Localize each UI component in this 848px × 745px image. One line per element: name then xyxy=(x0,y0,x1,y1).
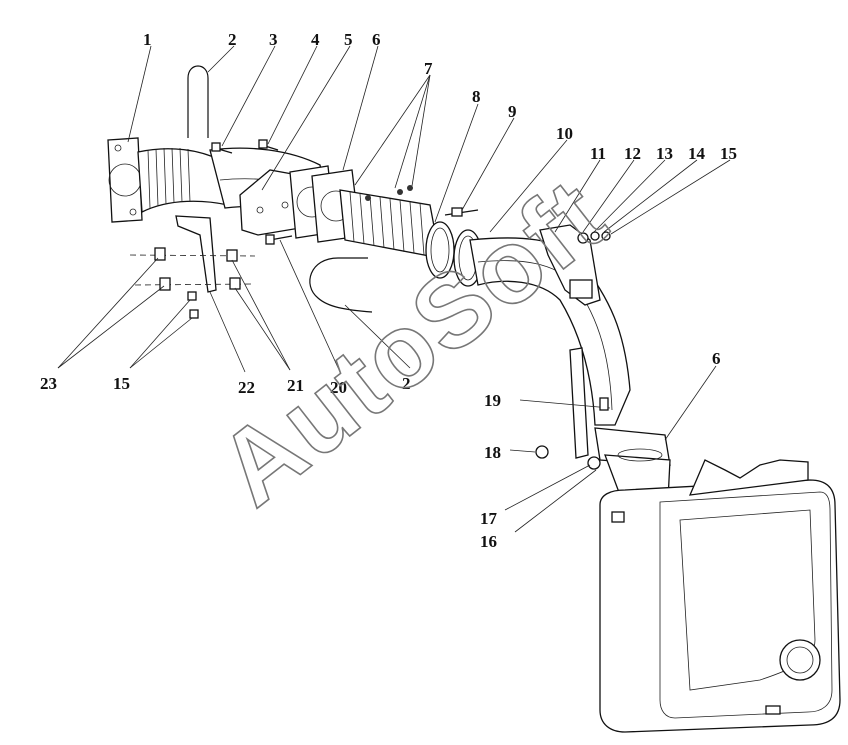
leader-lines xyxy=(57,45,731,533)
callout-label: 4 xyxy=(311,30,320,49)
u-bolt-top xyxy=(187,65,209,138)
callout-label: 13 xyxy=(656,144,673,163)
callout-label: 5 xyxy=(344,30,353,49)
callout-labels: 1 2 3 4 5 6 7 8 9 10 11 12 13 14 15 23 1… xyxy=(40,30,737,551)
flex-hose-main xyxy=(339,185,441,259)
callout-label: 8 xyxy=(472,87,481,106)
front-flange xyxy=(107,137,143,223)
callout-label: 14 xyxy=(688,144,706,163)
callout-label: 2 xyxy=(228,30,237,49)
callout-label: 16 xyxy=(480,532,497,551)
muffler xyxy=(599,459,841,733)
callout-label: 10 xyxy=(556,124,573,143)
support-post xyxy=(569,347,589,459)
callout-label: 12 xyxy=(624,144,641,163)
hardware-left-cluster xyxy=(129,247,256,319)
bolt-4 xyxy=(258,139,279,151)
callout-label: 1 xyxy=(143,30,152,49)
bolt-20 xyxy=(265,234,293,245)
callout-label: 11 xyxy=(590,144,606,163)
hanger-hardware xyxy=(577,231,611,244)
callout-label: 17 xyxy=(480,509,498,528)
bracket-22 xyxy=(175,215,217,293)
bolt-3 xyxy=(211,142,233,154)
callout-label: 2 xyxy=(402,374,411,393)
callout-label: 9 xyxy=(508,102,517,121)
callout-label: 18 xyxy=(484,443,501,462)
callout-label: 21 xyxy=(287,376,304,395)
callout-label: 20 xyxy=(330,378,347,397)
clamp-bolt-9 xyxy=(444,207,479,217)
callout-label: 15 xyxy=(720,144,737,163)
callout-label: 23 xyxy=(40,374,57,393)
callout-label: 19 xyxy=(484,391,501,410)
u-bolt-bottom xyxy=(309,257,373,313)
tail-pipe-bracket xyxy=(539,224,601,306)
callout-label: 7 xyxy=(424,59,433,78)
callout-label: 6 xyxy=(712,349,721,368)
callout-label: 3 xyxy=(269,30,278,49)
callout-label: 15 xyxy=(113,374,130,393)
callout-label: 6 xyxy=(372,30,381,49)
fasteners-lower xyxy=(509,397,611,470)
callout-label: 22 xyxy=(238,378,255,397)
